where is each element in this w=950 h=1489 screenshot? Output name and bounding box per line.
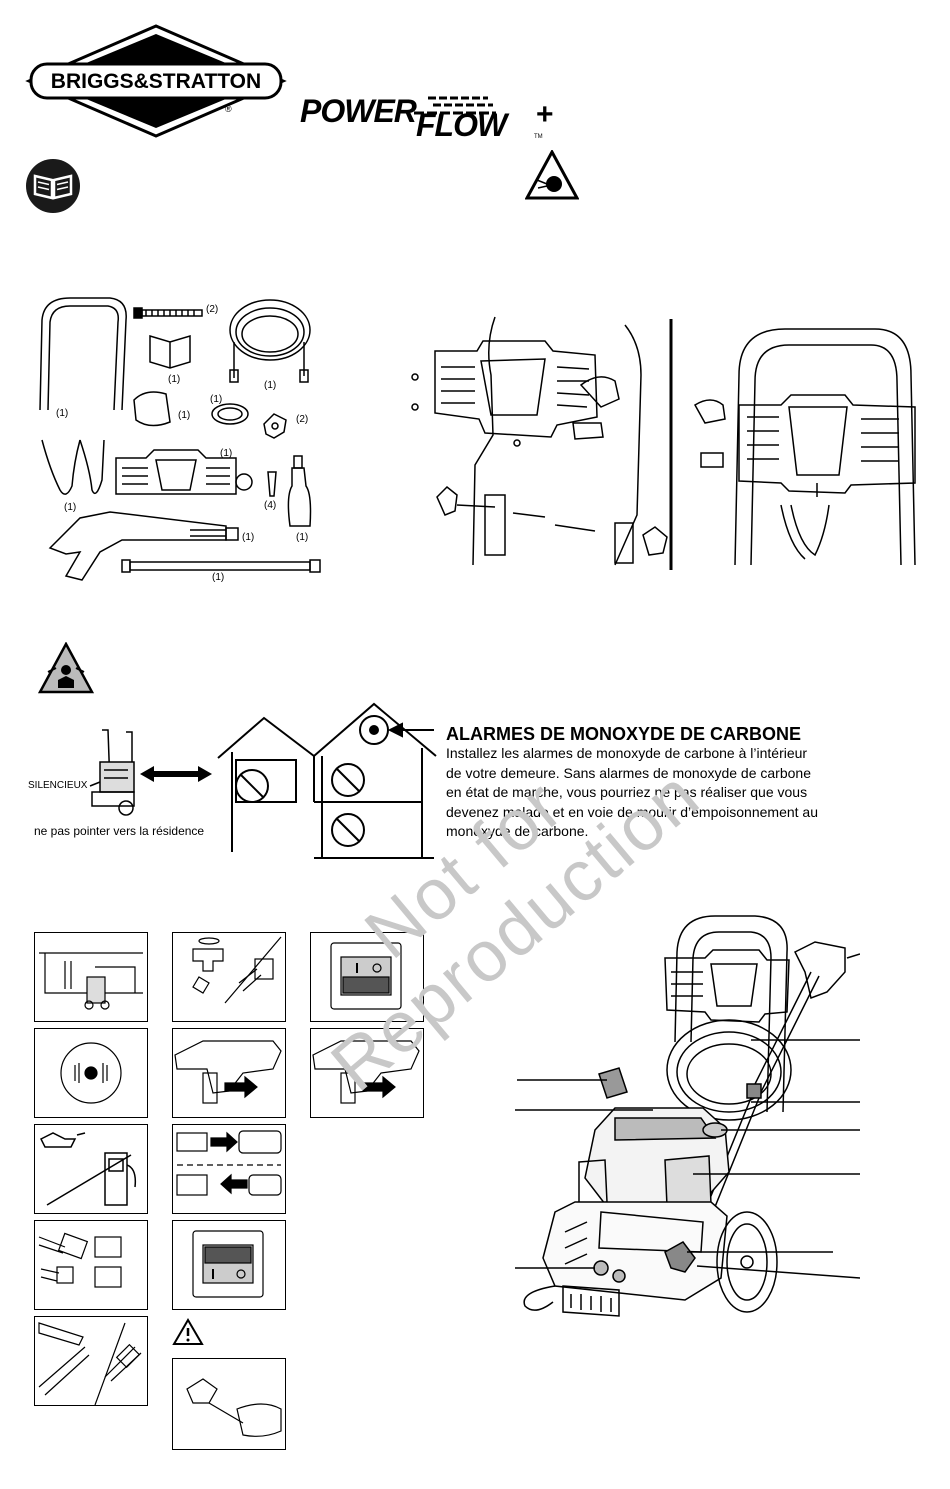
assembly-illustration bbox=[405, 315, 925, 570]
part-qty-label: (1) bbox=[178, 410, 191, 421]
step-panel-trigger-2 bbox=[310, 1028, 424, 1118]
svg-text:POWER: POWER bbox=[300, 93, 417, 129]
step-panel-hose-connect bbox=[34, 1220, 148, 1310]
step-panel-nozzle-clean bbox=[172, 1358, 286, 1450]
part-qty-label: (1) bbox=[220, 448, 233, 459]
part-qty-label: (1) bbox=[64, 502, 77, 513]
no-point-label: ne pas pointer vers la résidence bbox=[34, 824, 205, 838]
part-qty-label: (1) bbox=[242, 532, 255, 543]
caution-triangle-icon bbox=[172, 1318, 204, 1346]
registered-mark: ® bbox=[225, 104, 232, 114]
pressure-washer-overview bbox=[515, 912, 860, 1332]
step-panel-switch-on bbox=[172, 1220, 286, 1310]
part-qty-label: (1) bbox=[210, 394, 223, 405]
eye-protection-warning-icon bbox=[525, 150, 579, 200]
part-qty-label: (2) bbox=[206, 304, 219, 315]
briggs-stratton-logo: BRIGGS&STRATTON ® bbox=[25, 24, 287, 138]
step-panel-switch-off bbox=[310, 932, 424, 1022]
powerflow-logo: POWER FLOW + TM bbox=[298, 90, 573, 142]
co-alarm-body: Installez les alarmes de monoxyde de car… bbox=[446, 745, 819, 839]
parts-illustration: (2) (1) (1) (1) (1) (1) (2) (1) (1) (4) … bbox=[30, 290, 330, 590]
part-qty-label: (1) bbox=[296, 532, 309, 543]
step-panel-wand-connect bbox=[34, 1316, 148, 1406]
step-panel-outdoor bbox=[34, 932, 148, 1022]
carbon-monoxide-warning-icon bbox=[38, 642, 94, 694]
part-qty-label: (2) bbox=[296, 414, 309, 425]
step-panel-co-alarm bbox=[34, 1028, 148, 1118]
part-qty-label: (1) bbox=[212, 572, 225, 583]
co-alarm-title: ALARMES DE MONOXYDE DE CARBONE bbox=[446, 724, 802, 744]
part-qty-label: (1) bbox=[264, 380, 277, 391]
step-panel-water-tap bbox=[172, 932, 286, 1022]
trademark: TM bbox=[534, 134, 543, 140]
double-arrow-icon bbox=[140, 766, 212, 782]
step-panel-quick-connect bbox=[172, 1124, 286, 1214]
part-qty-label: (1) bbox=[168, 374, 181, 385]
part-qty-label: (1) bbox=[56, 408, 69, 419]
svg-text:+: + bbox=[536, 98, 554, 131]
step-panel-oil-fuel bbox=[34, 1124, 148, 1214]
muffler-label: SILENCIEUX bbox=[28, 780, 88, 791]
read-manual-icon bbox=[25, 158, 81, 214]
brand-logo-text: BRIGGS&STRATTON bbox=[51, 70, 261, 93]
step-panel-trigger-1 bbox=[172, 1028, 286, 1118]
part-qty-label: (4) bbox=[264, 500, 277, 511]
pressure-washer-muffler-illustration bbox=[88, 726, 138, 818]
house-illustration bbox=[214, 702, 440, 862]
